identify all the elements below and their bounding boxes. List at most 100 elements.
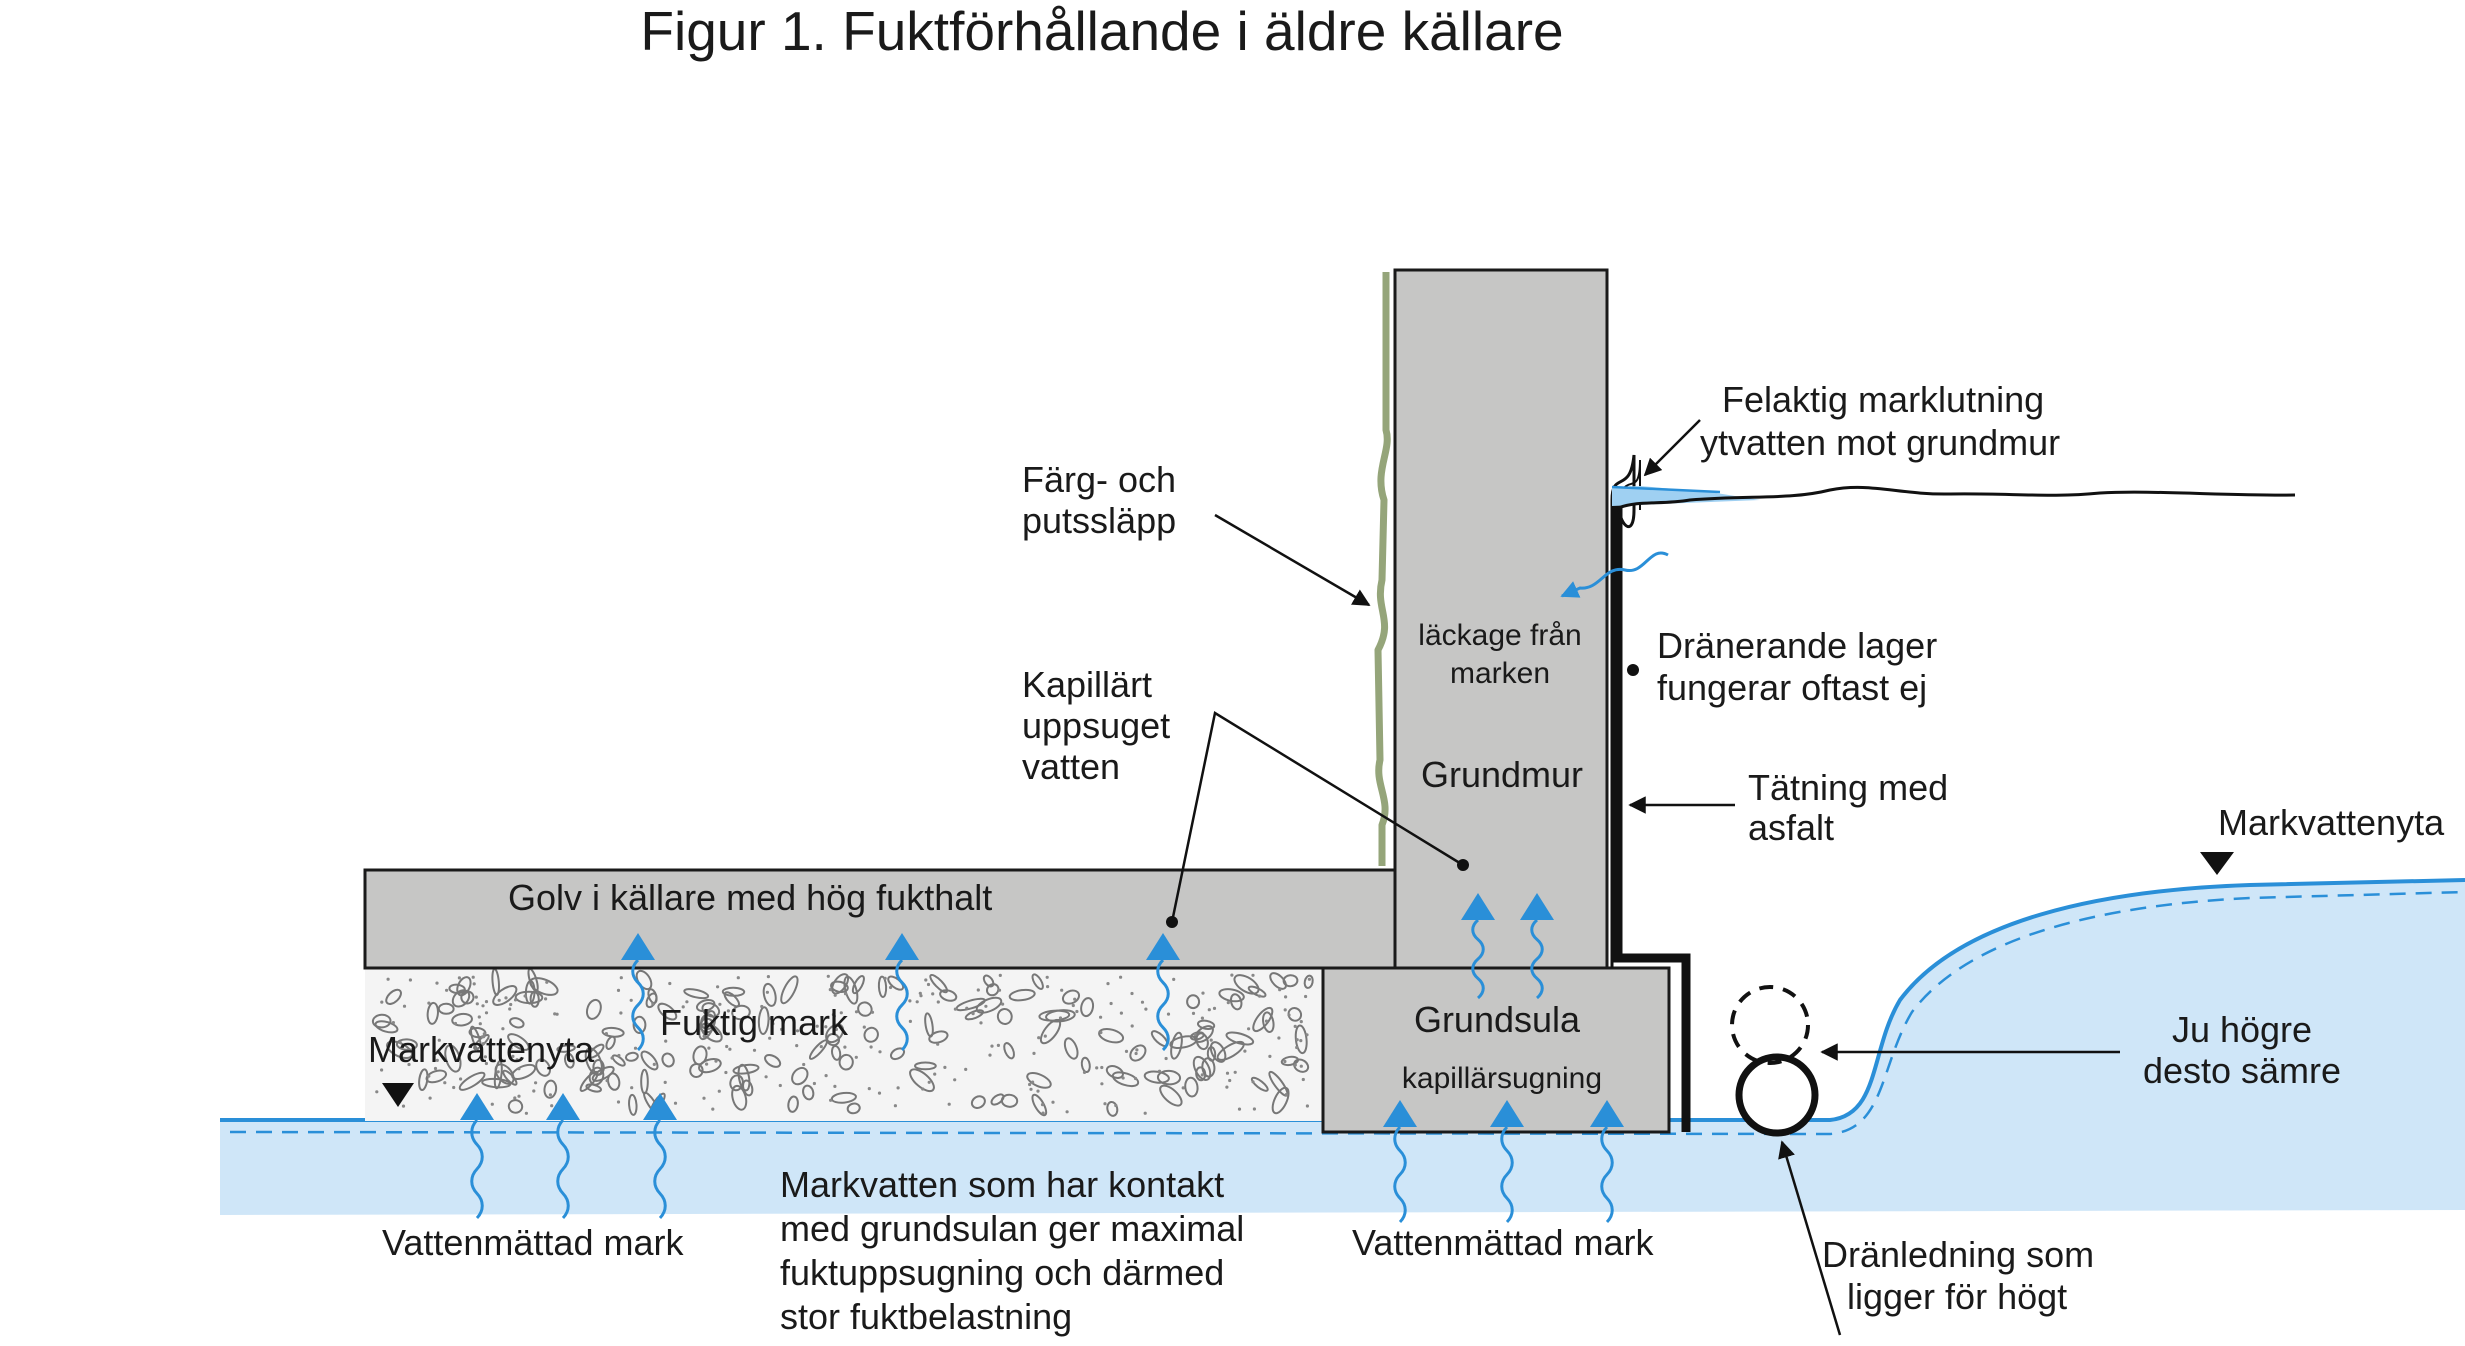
soil-dot <box>702 1096 706 1100</box>
soil-dot <box>766 975 771 979</box>
soil-dot <box>398 1040 402 1045</box>
gravel-stone <box>985 983 1000 997</box>
soil-dot <box>915 1000 919 1004</box>
soil-dot <box>988 1053 992 1057</box>
soil-dot <box>1268 1054 1272 1058</box>
label-kapillart-2: uppsuget <box>1022 705 1170 746</box>
soil-dot <box>513 1096 517 1100</box>
gravel-stone <box>1038 1009 1071 1022</box>
moisture-arrow-stem <box>470 1118 484 1220</box>
label-kapillarsugning: kapillärsugning <box>1402 1062 1602 1095</box>
gravel-stone <box>857 1001 873 1017</box>
soil-dot <box>795 1044 799 1048</box>
soil-dot <box>924 978 928 982</box>
soil-dot <box>1060 988 1064 992</box>
soil-dot <box>764 1075 768 1079</box>
gravel-stone <box>909 1068 935 1093</box>
soil-dot <box>1099 1015 1103 1019</box>
soil-dot <box>1287 1013 1291 1017</box>
soil-dot <box>1225 1085 1229 1089</box>
soil-dot <box>711 1107 715 1111</box>
soil-dot <box>768 1036 772 1040</box>
soil-dot <box>778 1083 782 1088</box>
label-dranerande: Dränerande lager <box>1657 625 1937 666</box>
soil-dot <box>824 1074 828 1078</box>
soil-dot <box>1099 1030 1103 1035</box>
gravel-stone <box>764 1053 782 1068</box>
moisture-arrow-stem <box>1530 918 1544 1000</box>
moisture-arrow-stem <box>895 958 909 1052</box>
soil-dot <box>979 1021 983 1025</box>
soil-dot <box>616 988 621 993</box>
soil-dot <box>1058 1016 1063 1020</box>
soil-dot <box>1045 975 1049 979</box>
gravel-stone <box>689 1063 704 1078</box>
gravel-stone <box>780 975 799 1005</box>
soil-dot <box>1166 1012 1171 1016</box>
gravel-stone <box>1031 1093 1048 1117</box>
pointer-dranerande-dot <box>1627 664 1639 676</box>
gravel-stone <box>975 996 1003 1014</box>
soil-dot <box>435 1058 439 1062</box>
soil-dot <box>1073 997 1077 1001</box>
soil-dot <box>605 1079 609 1083</box>
label-tatning: Tätning med <box>1748 767 1948 808</box>
gravel-stone <box>851 975 865 995</box>
soil-dot <box>724 1070 728 1075</box>
soil-dot <box>509 1046 513 1050</box>
soil-dot <box>896 1086 900 1090</box>
soil-dot <box>1284 995 1288 999</box>
gravel-stone <box>1280 1055 1300 1067</box>
soil-dot <box>1130 991 1134 996</box>
gravel-stone <box>1250 1076 1269 1092</box>
soil-dot <box>843 1045 847 1049</box>
soil-dot <box>457 976 461 980</box>
soil-dot <box>509 1002 513 1007</box>
soil-dot <box>1103 1102 1107 1106</box>
gravel-stone <box>632 1015 647 1034</box>
soil-dot <box>445 988 449 992</box>
gravel-stone <box>877 975 888 998</box>
soil-dot <box>1305 1104 1309 1108</box>
label-vattenmattad-left: Vattenmättad mark <box>382 1222 684 1263</box>
gravel-stone <box>830 1091 857 1104</box>
gravel-stone <box>1293 1058 1310 1073</box>
soil-dot <box>471 975 475 979</box>
soil-dot <box>482 1032 486 1036</box>
soil-dot <box>824 1025 828 1029</box>
moisture-arrow-head <box>1520 893 1554 920</box>
surface-water <box>1612 486 1760 506</box>
gravel-stone <box>624 1051 639 1062</box>
soil-dot <box>833 1084 837 1088</box>
label-vattenmattad-mid: Vattenmättad mark <box>1352 1222 1654 1263</box>
soil-dot <box>931 992 935 996</box>
gravel-stone <box>1189 1031 1205 1041</box>
soil-dot <box>604 1032 609 1036</box>
moisture-arrows <box>460 893 1624 1224</box>
soil-dot <box>386 977 390 981</box>
soil-dot <box>619 1011 623 1015</box>
label-golv: Golv i källare med hög fukthalt <box>508 877 992 918</box>
label-kapillart: Kapillärt <box>1022 664 1152 705</box>
soil-dot <box>1191 1011 1196 1016</box>
gravel-stone <box>982 974 995 988</box>
soil-dot <box>771 1022 775 1026</box>
gravel-stone <box>661 1052 675 1068</box>
soil-dot <box>1071 1003 1075 1008</box>
soil-dot <box>1207 1008 1211 1012</box>
gravel-stone <box>507 1033 530 1051</box>
gravel-stone <box>695 998 716 1013</box>
soil-dot <box>616 1100 621 1104</box>
label-lackage-2: marken <box>1450 657 1550 690</box>
soil-dot <box>459 1077 463 1081</box>
gravel-stone <box>628 1093 638 1116</box>
gravel-stone <box>731 1084 748 1111</box>
gravel-stone <box>1143 1070 1170 1084</box>
gravel-stone <box>458 1071 486 1091</box>
soil-dot <box>936 1042 940 1046</box>
soil-dot <box>1299 1064 1303 1068</box>
gravel-stone <box>1186 994 1201 1010</box>
gravel-stone <box>723 991 740 1008</box>
soil-dot <box>375 1090 379 1094</box>
label-ju-hogre-2: desto sämre <box>2143 1050 2341 1091</box>
